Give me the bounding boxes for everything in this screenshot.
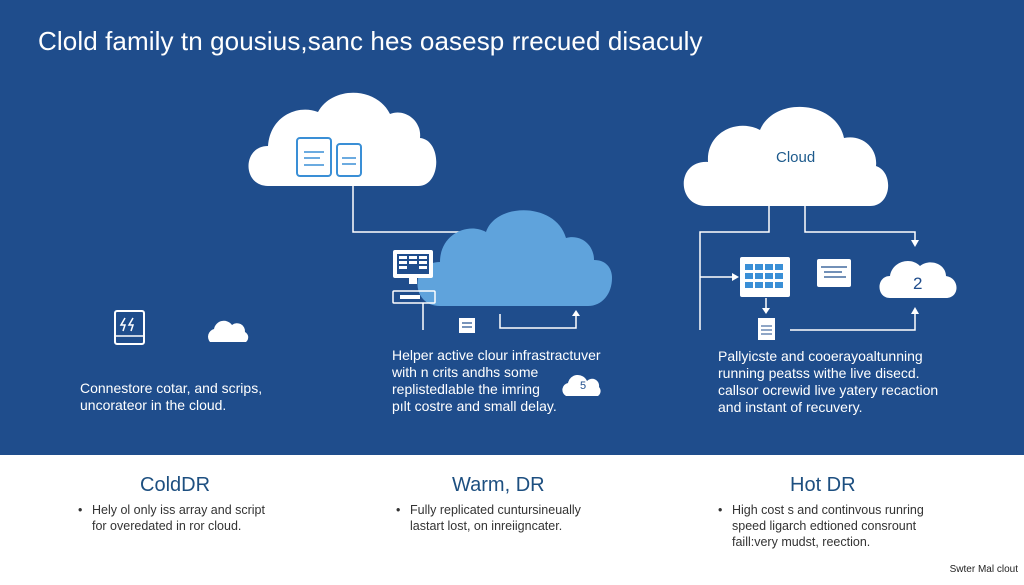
diagram-graphics	[114, 92, 957, 396]
hot-cloud	[683, 106, 889, 206]
hot-dr-heading: Hot DR	[790, 474, 856, 496]
file-icon	[758, 318, 775, 340]
cloud-label: Cloud	[776, 149, 816, 166]
cold-dr-bullet: • Hely ol only iss array and script for …	[78, 503, 265, 533]
warm-dr-heading: Warm, DR	[452, 474, 545, 496]
message-panel-icon	[817, 259, 851, 287]
monitor-icon	[392, 250, 436, 304]
warm-cloud	[417, 210, 612, 306]
footer-caption: Swter Mal clout	[949, 564, 1018, 575]
cold-cloud	[248, 92, 437, 186]
cloud-number-2: 2	[913, 274, 923, 293]
warm-dr-bullet: • Fully replicated cuntursineually lasta…	[396, 503, 581, 533]
document-icon	[459, 318, 475, 333]
grid-panel-icon	[740, 257, 790, 297]
server-lightning-icon	[114, 310, 145, 345]
hot-dr-bullet: • High cost s and continvous runring spe…	[718, 503, 924, 549]
cold-dr-heading: ColdDR	[140, 474, 211, 496]
cold-description: Connestore cotar, and scrips, uncorateor…	[80, 380, 263, 413]
warm-description: Helper active clour infrastractuver with…	[392, 347, 601, 414]
cloud-number-5: 5	[580, 380, 587, 392]
small-cloud-5	[562, 374, 601, 396]
connector-line	[352, 186, 470, 233]
small-cloud-2	[879, 261, 957, 298]
page-title: Clold family tn gousius,sanc hes oasesp …	[38, 26, 703, 56]
small-cloud-icon	[208, 320, 249, 342]
hot-description: Pallyicste and cooerayoaltunning running…	[718, 348, 939, 415]
